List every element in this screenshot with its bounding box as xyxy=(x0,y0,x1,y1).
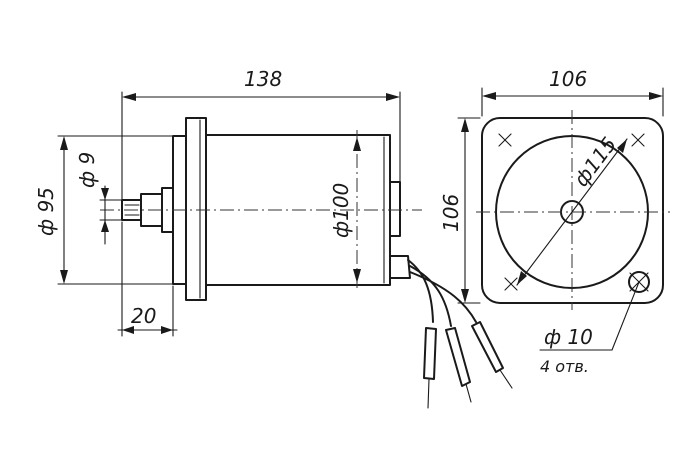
rear-cap xyxy=(389,181,401,237)
cable-gland xyxy=(389,255,411,279)
dim-flange-width-label: 106 xyxy=(549,67,587,91)
dim-shaft-diameter: ф 9 xyxy=(75,152,122,245)
cable-bundle xyxy=(407,259,513,409)
hole-callout: ф 10 4 отв. xyxy=(539,281,640,376)
bolt-circle-diameter-line xyxy=(516,138,628,286)
hole-diameter-label: ф 10 xyxy=(544,325,593,349)
dim-diameter-95: ф 95 xyxy=(34,135,173,285)
side-view xyxy=(100,117,513,409)
hole-count-label: 4 отв. xyxy=(540,357,589,376)
shaft xyxy=(121,199,142,221)
dim-flange-height: 106 xyxy=(439,117,481,304)
dim-diameter-95-label: ф 95 xyxy=(34,187,58,236)
mounting-flange xyxy=(185,117,207,301)
dim-shaft-diameter-label: ф 9 xyxy=(75,152,99,188)
dim-body-diameter-label: ф100 xyxy=(329,183,353,238)
front-hole-mark-bottom-left xyxy=(504,277,518,291)
dim-flange-offset: 20 xyxy=(117,221,178,337)
dim-flange-width: 106 xyxy=(481,67,664,117)
front-hole-mark-top-left xyxy=(498,133,512,147)
dim-flange-height-label: 106 xyxy=(439,194,463,232)
dim-flange-offset-label: 20 xyxy=(131,304,156,328)
dim-body-diameter: ф100 xyxy=(329,137,361,283)
front-view: ф115 xyxy=(476,110,670,310)
dim-overall-length-label: 138 xyxy=(244,67,282,91)
dim-overall-length: 138 xyxy=(121,67,401,201)
front-hole-mark-top-right xyxy=(631,133,645,147)
